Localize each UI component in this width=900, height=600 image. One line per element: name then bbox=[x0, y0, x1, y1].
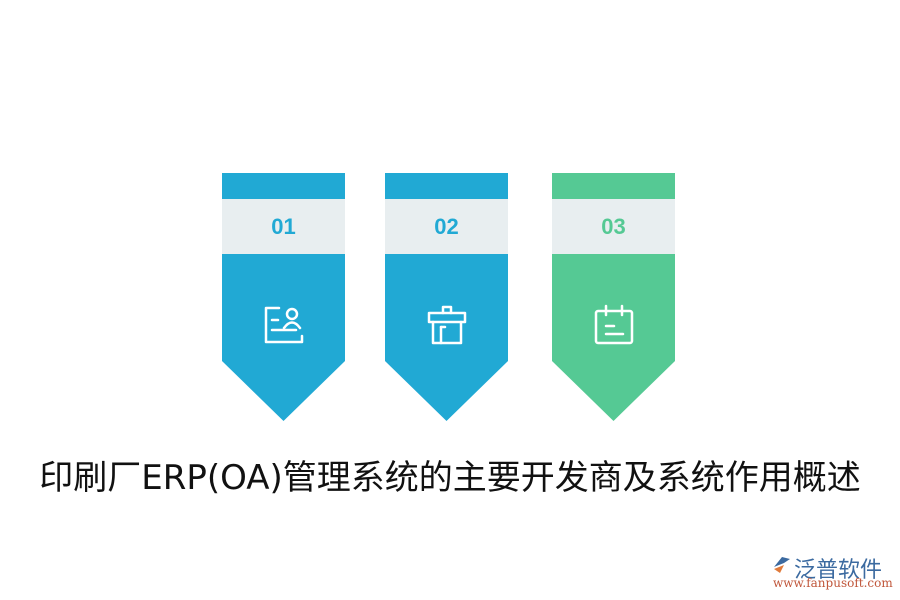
step-number: 02 bbox=[385, 199, 508, 254]
brand-logo: 泛普软件 www.fanpusoft.com bbox=[770, 552, 895, 592]
logo-mark-icon bbox=[774, 557, 790, 573]
calendar-note-icon bbox=[594, 304, 634, 345]
logo-brand-name: 泛普软件 bbox=[794, 558, 883, 583]
step-card-2: 02 bbox=[385, 173, 508, 421]
step-card-1: 01 bbox=[222, 173, 345, 421]
page-title: 印刷厂ERP(OA)管理系统的主要开发商及系统作用概述 bbox=[39, 458, 861, 498]
step-number: 01 bbox=[222, 199, 345, 254]
step-number: 03 bbox=[552, 199, 675, 254]
gift-box-icon bbox=[427, 305, 467, 345]
step-card-3: 03 bbox=[552, 173, 675, 421]
profile-card-icon bbox=[264, 306, 304, 344]
logo-url: www.fanpusoft.com bbox=[773, 576, 893, 590]
